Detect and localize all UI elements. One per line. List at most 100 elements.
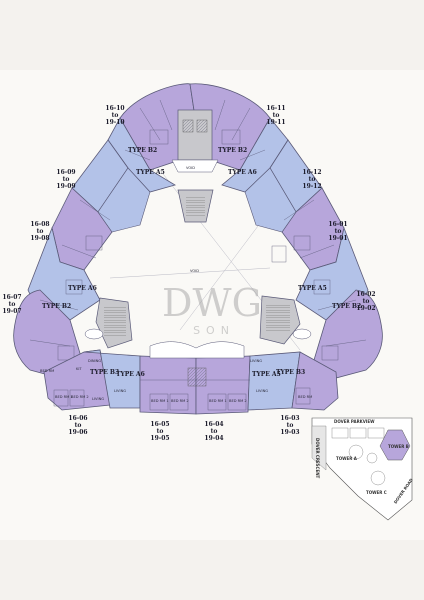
svg-text:19-01: 19-01 [328,235,347,242]
room-label-bed: BED RM 1 [151,399,169,403]
svg-text:16-11: 16-11 [266,105,285,112]
svg-text:19-11: 19-11 [266,119,285,126]
svg-text:to: to [287,422,294,429]
svg-text:to: to [157,428,164,435]
left-partitions [29,199,111,361]
unit-ranges: 16-10 to 19-10 16-11 to 19-11 16-09 to 1… [2,105,375,442]
room-label-bed: BED RM 2 [71,395,89,399]
void-label: VOID [190,269,199,273]
room-label-living: LIVING [92,397,104,401]
svg-text:16-02: 16-02 [356,291,375,298]
range-16-11: 16-11 to 19-11 [266,105,285,126]
svg-text:19-12: 19-12 [302,183,321,190]
type-label: TYPE A6 [228,169,257,176]
svg-text:16-09: 16-09 [56,169,75,176]
void-right [292,328,312,340]
range-16-05: 16-05 to 19-05 [150,421,169,442]
svg-text:to: to [37,228,44,235]
unit-16-06-living [83,349,141,409]
svg-text:16-12: 16-12 [302,169,321,176]
range-16-01: 16-01 to 19-01 [328,221,347,242]
void-label-top: VOID [186,166,195,170]
right-partitions [271,199,367,361]
svg-text:19-07: 19-07 [2,308,21,315]
range-16-12: 16-12 to 19-12 [302,169,321,190]
range-16-09: 16-09 to 19-09 [56,169,75,190]
svg-text:19-06: 19-06 [68,429,87,436]
range-16-07: 16-07 to 19-07 [2,294,21,315]
svg-text:to: to [335,228,342,235]
wing-left [13,139,151,379]
core-bottom [187,367,207,387]
type-label: TYPE A5 [298,285,327,292]
room-label-living: LIVING [114,389,126,393]
unit-16-03-block [291,351,339,411]
void-left [84,328,104,340]
svg-text:to: to [363,298,370,305]
svg-text:16-03: 16-03 [280,415,299,422]
svg-text:16-01: 16-01 [328,221,347,228]
range-16-02: 16-02 to 19-02 [356,291,375,312]
svg-text:16-08: 16-08 [30,221,49,228]
key-plan-blocks [331,427,386,486]
key-tower-a: TOWER A [336,456,358,461]
type-label: TYPE B2 [128,147,157,154]
bottom-void-edge [149,341,245,359]
room-label-living: LIVING [250,359,262,363]
room-labels: DINING LIVING LIVING LIVING LIVING BED R… [40,359,312,403]
room-label-bed: BED RM 2 [171,399,189,403]
type-label: TYPE B2 [42,303,71,310]
room-label-bed: BED RM 1 [55,395,73,399]
key-road-left: DOVER CRESCENT [315,438,320,479]
svg-text:16-05: 16-05 [150,421,169,428]
svg-text:19-03: 19-03 [280,429,299,436]
svg-text:19-09: 19-09 [56,183,75,190]
type-label: TYPE B2 [332,303,361,310]
unit-type-labels: TYPE B2 TYPE B2 TYPE A5 TYPE A6 TYPE A6 … [42,147,361,378]
wing-right [244,139,383,379]
lift-top-2 [196,119,208,133]
svg-text:to: to [112,112,119,119]
room-label-kit: KIT [76,367,82,371]
stair-right-treads [266,304,290,332]
key-tower-c: TOWER C [366,490,387,495]
svg-text:19-04: 19-04 [204,435,223,442]
room-label-bed: BED RM [298,395,312,399]
svg-text:19-05: 19-05 [150,435,169,442]
svg-text:16-07: 16-07 [2,294,21,301]
watermark-main: DWG [162,281,262,325]
svg-text:16-04: 16-04 [204,421,223,428]
range-16-03: 16-03 to 19-03 [280,415,299,436]
type-label: TYPE A5 [136,169,165,176]
type-label: TYPE B3 [90,369,119,376]
room-label-living: LIVING [256,389,268,393]
room-label-bed: BED RM [40,369,54,373]
svg-text:to: to [9,301,16,308]
wing-top [107,83,289,223]
wing-bottom [43,341,339,415]
room-label-bed: BED RM 2 [229,399,247,403]
range-16-06: 16-06 to 19-06 [68,415,87,436]
svg-text:to: to [211,428,218,435]
core-top [177,109,213,161]
stair-top-treads [186,196,205,216]
type-label: TYPE B2 [218,147,247,154]
svg-text:to: to [75,422,82,429]
svg-text:19-02: 19-02 [356,305,375,312]
key-plan-road-left [311,425,327,471]
svg-text:19-08: 19-08 [30,235,49,242]
room-label-bed: BED RM 1 [209,399,227,403]
right-wing-inner [244,167,297,233]
type-label: TYPE A5 [252,371,281,378]
svg-text:to: to [273,112,280,119]
type-label: TYPE A6 [68,285,97,292]
stair-left-treads [104,306,126,336]
room-label-dining: DINING [88,359,101,363]
left-wing-inner [97,167,151,233]
watermark-sub: SON [193,324,235,337]
svg-text:to: to [309,176,316,183]
svg-text:to: to [63,176,70,183]
type-label: TYPE B3 [276,369,305,376]
